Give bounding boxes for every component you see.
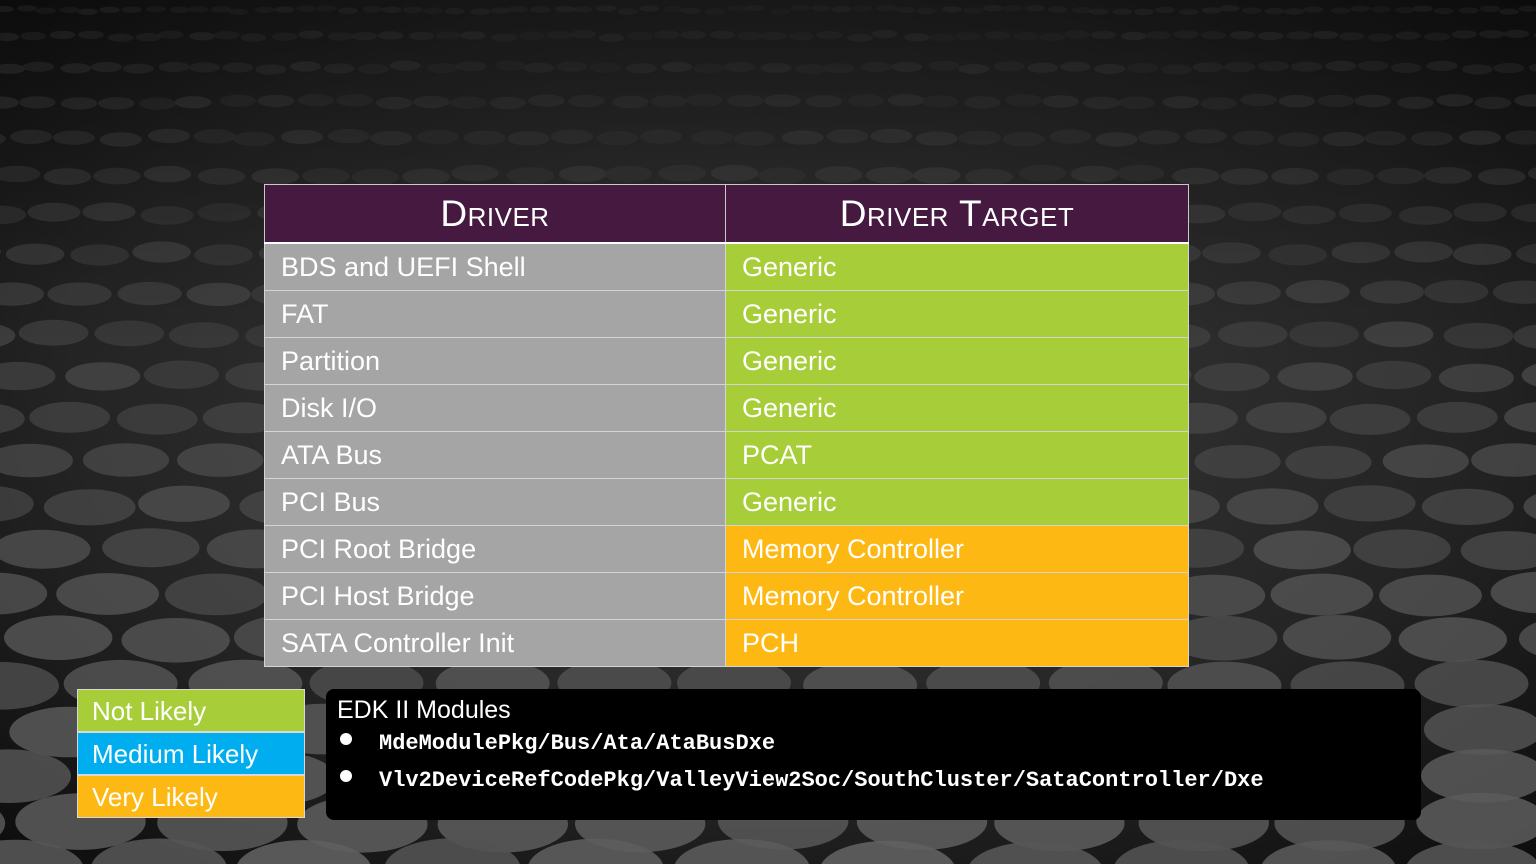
target-cell: Memory Controller [725,525,1189,573]
module-item: Vlv2DeviceRefCodePkg/ValleyView2Soc/Sout… [337,762,1421,799]
target-cell: Generic [725,242,1189,291]
module-item: MdeModulePkg/Bus/Ata/AtaBusDxe [337,725,1421,762]
target-cell: Generic [725,384,1189,432]
bullet-icon [340,733,352,745]
table-header-row: Driver Driver Target [264,184,1189,244]
target-cell: Memory Controller [725,572,1189,620]
driver-cell: PCI Bus [264,478,726,526]
edk-modules-box: EDK II Modules MdeModulePkg/Bus/Ata/AtaB… [326,689,1421,820]
legend-very-likely: Very Likely [77,775,305,818]
modules-title: EDK II Modules [337,696,511,724]
bullet-icon [340,770,352,782]
driver-cell: SATA Controller Init [264,619,726,667]
legend-medium-likely: Medium Likely [77,732,305,775]
header-driver: Driver [264,184,726,244]
target-cell: PCAT [725,431,1189,479]
driver-cell: PCI Host Bridge [264,572,726,620]
module-path: Vlv2DeviceRefCodePkg/ValleyView2Soc/Sout… [379,768,1264,793]
driver-cell: BDS and UEFI Shell [264,242,726,291]
target-cell: Generic [725,337,1189,385]
legend-not-likely: Not Likely [77,689,305,732]
target-cell: Generic [725,478,1189,526]
driver-cell: PCI Root Bridge [264,525,726,573]
module-path: MdeModulePkg/Bus/Ata/AtaBusDxe [379,731,776,756]
driver-cell: ATA Bus [264,431,726,479]
header-driver-target: Driver Target [725,184,1189,244]
driver-cell: Partition [264,337,726,385]
target-cell: PCH [725,619,1189,667]
driver-cell: FAT [264,290,726,338]
likelihood-legend: Not Likely Medium Likely Very Likely [77,689,305,818]
driver-cell: Disk I/O [264,384,726,432]
modules-list: MdeModulePkg/Bus/Ata/AtaBusDxe Vlv2Devic… [337,725,1421,799]
target-cell: Generic [725,290,1189,338]
